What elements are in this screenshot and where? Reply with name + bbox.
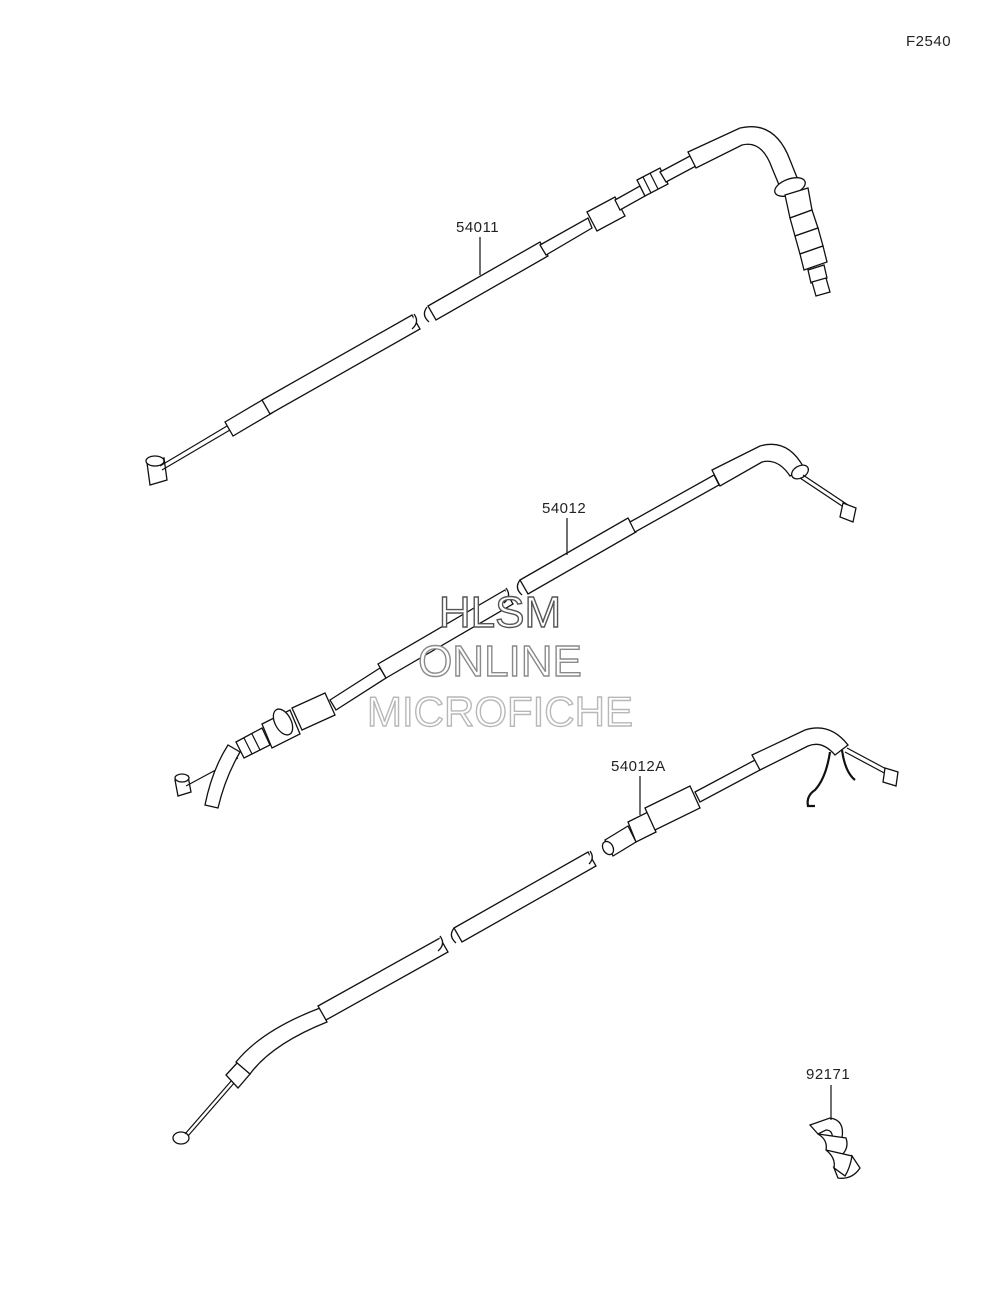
cable-54011[interactable] <box>145 126 831 486</box>
part-label-92171: 92171 <box>806 1066 851 1083</box>
watermark-line-1: HLSM <box>438 587 562 637</box>
clamp-92171[interactable] <box>808 1117 861 1179</box>
figure-code: F2540 <box>906 33 952 50</box>
watermark-line-3: MICROFICHE <box>366 687 633 735</box>
cable-54012A[interactable] <box>172 727 899 1145</box>
cable-54012[interactable] <box>174 443 857 809</box>
watermark-line-2: ONLINE <box>417 636 582 686</box>
part-label-54012: 54012 <box>542 500 587 517</box>
part-label-54012A: 54012A <box>611 758 666 775</box>
part-label-54011: 54011 <box>456 219 500 236</box>
